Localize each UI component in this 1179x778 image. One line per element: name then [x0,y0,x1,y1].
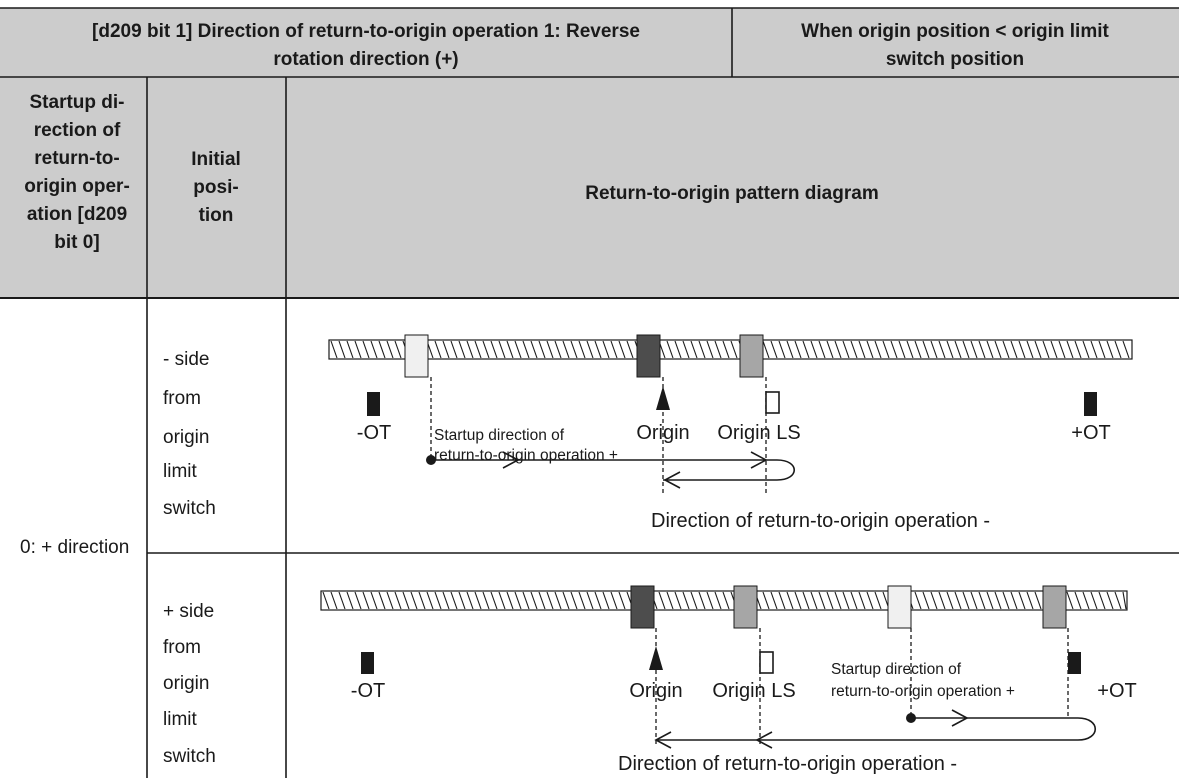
col-startup-line1: Startup di- [30,92,125,113]
plus-ot-sensor [1084,392,1097,416]
pattern-diagram-2: -OT +OT Origin Origin LS Startup directi… [320,585,1137,775]
col-startup-line6: bit 0] [54,232,99,253]
plus-ot-sensor [1068,652,1081,674]
col-initial-line2: posi- [193,177,238,198]
row1-position-line1: - side [163,349,209,370]
origin-ls-label: Origin LS [717,422,800,444]
table-grid [0,7,1179,778]
header-title-bg [0,8,732,77]
header-condition-line2: switch position [886,49,1024,70]
col-initial-line3: tion [199,205,234,226]
col-startup-line2: rection of [34,120,121,141]
row2-position-line4: limit [163,709,197,730]
rod-hatching [322,591,1127,610]
ball-screw-rod [328,339,1133,360]
row2-position-line1: + side [163,601,214,622]
origin-ls-sensor [765,391,780,414]
rod-hatching [330,340,1130,359]
col-startup-line3: return-to- [34,148,119,169]
origin-ls-block [739,334,764,378]
header-condition-line1: When origin position < origin limit [801,21,1109,42]
travel-path [431,459,795,481]
row1-position-line2: from [163,388,201,409]
col-startup-line4: origin oper- [24,176,130,197]
row1-position-line4: limit [163,461,197,482]
startup-direction-line1: Startup direction of [434,427,565,444]
header-col3-bg [286,77,1179,298]
origin-label: Origin [629,680,682,702]
minus-ot-sensor [367,392,380,416]
forward-arrow-icon [951,709,969,727]
col-pattern-heading: Return-to-origin pattern diagram [585,183,878,204]
travel-path [656,717,1096,741]
col-startup-line5: ation [d209 [27,204,127,225]
origin-block [630,585,655,629]
startup-direction-line2: return-to-origin operation + [434,447,618,464]
plus-ot-label: +OT [1097,680,1136,702]
reverse-arrow-icon [755,731,773,749]
minus-ot-label: -OT [351,680,385,702]
row1-position-line3: origin [163,427,209,448]
reverse-arrow-icon-2 [654,731,672,749]
plus-ot-label: +OT [1071,422,1110,444]
reversal-position-block [1042,585,1067,629]
pattern-diagram-1: -OT +OT Origin Origin LS Startup directi… [328,334,1133,532]
header-col1-bg [0,77,147,298]
origin-ls-block [733,585,758,629]
row-startup-value: 0: + direction [20,537,129,558]
header-condition-bg [732,8,1179,77]
forward-arrow-icon [502,451,520,469]
start-position-block [404,334,429,378]
origin-ls-sensor [759,651,774,674]
origin-marker-icon [649,646,663,670]
header-col2-bg [147,77,286,298]
row2-position-line5: switch [163,746,216,767]
row2-position-line3: origin [163,673,209,694]
reverse-arrow-icon [663,471,681,489]
row1-position-line5: switch [163,498,216,519]
startup-direction-line1: Startup direction of [831,661,962,678]
start-position-block [887,585,912,629]
origin-label: Origin [636,422,689,444]
header-title-line2: rotation direction (+) [273,49,458,70]
return-direction-label: Direction of return-to-origin operation … [651,510,990,532]
forward-arrow-icon-2 [750,451,768,469]
header-title-line1: [d209 bit 1] Direction of return-to-orig… [92,21,640,42]
return-direction-label: Direction of return-to-origin operation … [618,753,957,775]
origin-ls-label: Origin LS [712,680,795,702]
origin-marker-icon [656,386,670,410]
origin-block [636,334,661,378]
startup-direction-line2: return-to-origin operation + [831,683,1015,700]
minus-ot-sensor [361,652,374,674]
minus-ot-label: -OT [357,422,391,444]
ball-screw-rod [320,590,1128,611]
row2-position-line2: from [163,637,201,658]
col-initial-line1: Initial [191,149,241,170]
